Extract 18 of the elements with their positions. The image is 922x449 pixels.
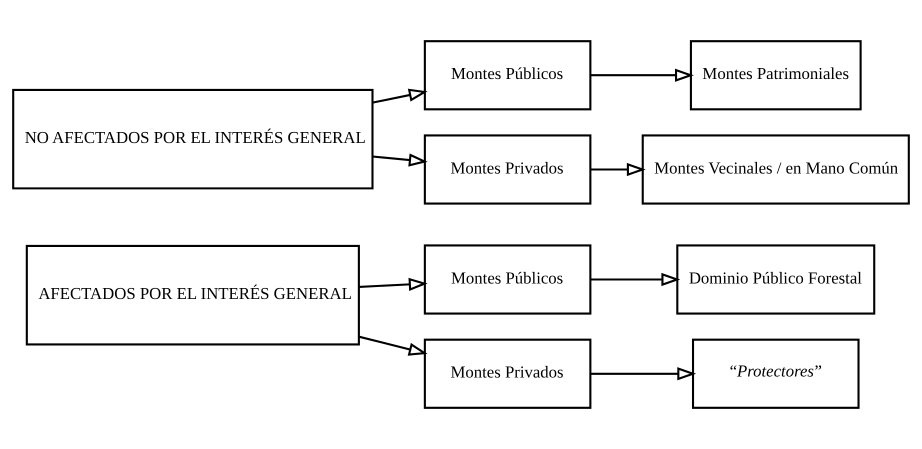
node-box: Dominio Público Forestal bbox=[676, 244, 876, 315]
node-box: Montes Públicos bbox=[424, 40, 592, 110]
arrow bbox=[358, 278, 428, 291]
arrow bbox=[372, 88, 428, 104]
arrow bbox=[590, 367, 696, 380]
node-box: NO AFECTADOS POR EL INTERÉS GENERAL bbox=[12, 88, 374, 190]
node-box: Montes Privados bbox=[424, 134, 592, 205]
node-box: Montes Patrimoniales bbox=[690, 40, 862, 110]
node-box: AFECTADOS POR EL INTERÉS GENERAL bbox=[26, 244, 360, 346]
node-box: Montes Privados bbox=[424, 338, 592, 409]
node-box: “Protectores” bbox=[692, 338, 860, 409]
node-box: Montes Públicos bbox=[424, 244, 592, 315]
arrow bbox=[590, 272, 680, 286]
node-box: Montes Vecinales / en Mano Común bbox=[642, 134, 910, 205]
arrow bbox=[372, 153, 428, 167]
arrow bbox=[590, 68, 694, 82]
arrow bbox=[590, 162, 646, 176]
arrow bbox=[358, 336, 428, 356]
